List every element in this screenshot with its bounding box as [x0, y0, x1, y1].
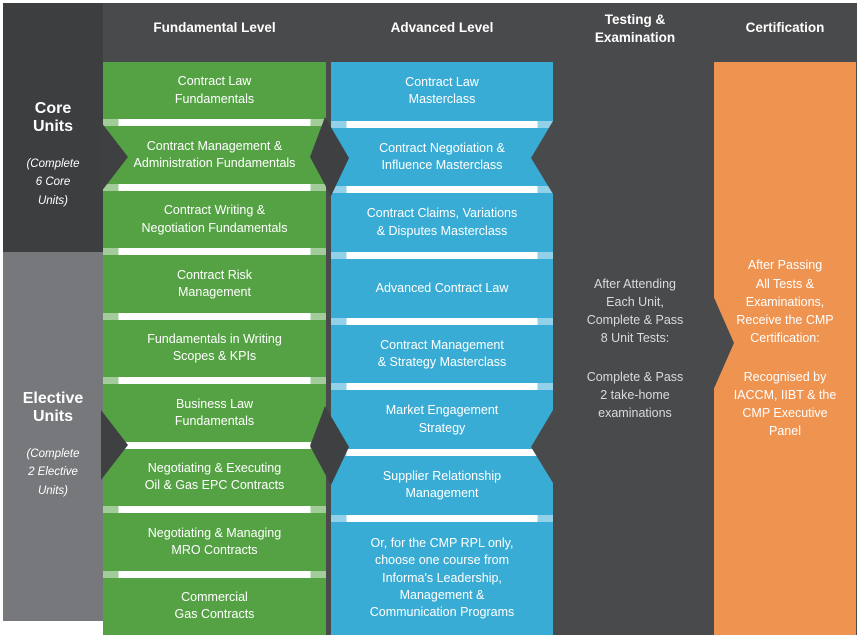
elective-units-panel	[3, 252, 103, 621]
testing-paragraph-1: After Attending Each Unit, Complete & Pa…	[586, 276, 684, 345]
unit-separator	[331, 120, 553, 128]
course-unit-label: Contract Risk Management	[176, 267, 253, 300]
certification-column	[714, 62, 856, 635]
elective-units-title: Elective Units	[22, 390, 84, 425]
course-unit-label: Commercial Gas Contracts	[174, 589, 255, 622]
unit-separator	[103, 183, 326, 191]
course-unit-box: Contract Management & Administration Fun…	[103, 126, 326, 183]
course-unit-box: Advanced Contract Law	[331, 259, 553, 318]
course-unit-label: Contract Claims, Variations & Disputes M…	[366, 206, 518, 238]
unit-separator	[103, 506, 326, 514]
course-unit-label: Contract Management & Strategy Mastercla…	[377, 337, 507, 370]
course-unit-label: Fundamentals in Writing Scopes & KPIs	[147, 332, 282, 364]
column-header-fundamental-level: Fundamental Level	[153, 20, 276, 35]
unit-separator	[331, 252, 553, 260]
unit-separator	[103, 248, 326, 256]
course-unit-label: Contract Management & Administration Fun…	[133, 138, 296, 171]
course-unit-box: Contract Claims, Variations & Disputes M…	[331, 193, 553, 252]
unit-separator	[103, 570, 326, 578]
course-unit-label: Supplier Relationship Management	[382, 469, 502, 501]
core-units-note: (Complete 6 Core Units)	[26, 157, 80, 207]
column-header-testing-examination: Testing & Examination	[594, 12, 676, 45]
course-unit-label: Contract Writing & Negotiation Fundament…	[141, 203, 288, 235]
unit-separator	[331, 383, 553, 391]
unit-separator	[331, 514, 553, 522]
course-unit-box: Negotiating & Executing Oil & Gas EPC Co…	[103, 449, 326, 506]
core-units-panel	[3, 3, 103, 252]
elective-units-note: (Complete 2 Elective Units)	[26, 447, 80, 497]
course-unit-box: Commercial Gas Contracts	[103, 578, 326, 635]
course-unit-label: Or, for the CMP RPL only, choose one cou…	[369, 536, 515, 620]
column-header-advanced-level: Advanced Level	[390, 20, 494, 35]
course-unit-label: Business Law Fundamentals	[174, 396, 255, 428]
testing-paragraph-2: Complete & Pass 2 take-home examinations	[586, 370, 684, 421]
course-unit-box: Market Engagement Strategy	[331, 390, 553, 449]
course-unit-label: Contract Law Fundamentals	[174, 74, 255, 106]
column-header-certification: Certification	[745, 20, 825, 35]
certification-paragraph-2: Recognised by IACCM, IIBT & the CMP Exec…	[733, 370, 837, 439]
unit-separator	[103, 119, 326, 127]
course-unit-box: Contract Management & Strategy Mastercla…	[331, 325, 553, 384]
unit-separator	[103, 441, 326, 449]
course-unit-box: Negotiating & Managing MRO Contracts	[103, 513, 326, 570]
course-unit-box: Or, for the CMP RPL only, choose one cou…	[331, 522, 553, 635]
unit-separator	[331, 186, 553, 194]
course-unit-box: Supplier Relationship Management	[331, 456, 553, 515]
course-unit-box: Business Law Fundamentals	[103, 384, 326, 441]
course-unit-box: Contract Law Masterclass	[331, 62, 553, 121]
core-units-label: Core Units (Complete 6 Core Units)	[3, 100, 103, 210]
unit-separator	[331, 449, 553, 457]
unit-separator	[103, 312, 326, 320]
course-unit-box: Contract Negotiation & Influence Masterc…	[331, 128, 553, 187]
course-unit-box: Fundamentals in Writing Scopes & KPIs	[103, 320, 326, 377]
course-unit-label: Negotiating & Executing Oil & Gas EPC Co…	[144, 461, 285, 493]
core-units-title: Core Units	[33, 100, 73, 135]
unit-separator	[331, 317, 553, 325]
course-unit-box: Contract Writing & Negotiation Fundament…	[103, 191, 326, 248]
elective-units-label: Elective Units (Complete 2 Elective Unit…	[3, 390, 103, 500]
certification-paragraph-1: After Passing All Tests & Examinations, …	[736, 258, 834, 345]
unit-separator	[103, 377, 326, 385]
course-unit-box: Contract Law Fundamentals	[103, 62, 326, 119]
certification-text: After Passing All Tests & Examinations, …	[714, 62, 856, 635]
course-unit-label: Negotiating & Managing MRO Contracts	[147, 525, 282, 557]
course-unit-label: Market Engagement Strategy	[385, 403, 499, 435]
course-unit-label: Advanced Contract Law	[375, 280, 509, 295]
course-unit-box: Contract Risk Management	[103, 255, 326, 312]
testing-examination-text: After Attending Each Unit, Complete & Pa…	[556, 62, 714, 635]
course-unit-label: Contract Negotiation & Influence Masterc…	[379, 140, 505, 172]
bottom-left-gap	[3, 621, 103, 635]
course-unit-label: Contract Law Masterclass	[405, 75, 479, 107]
